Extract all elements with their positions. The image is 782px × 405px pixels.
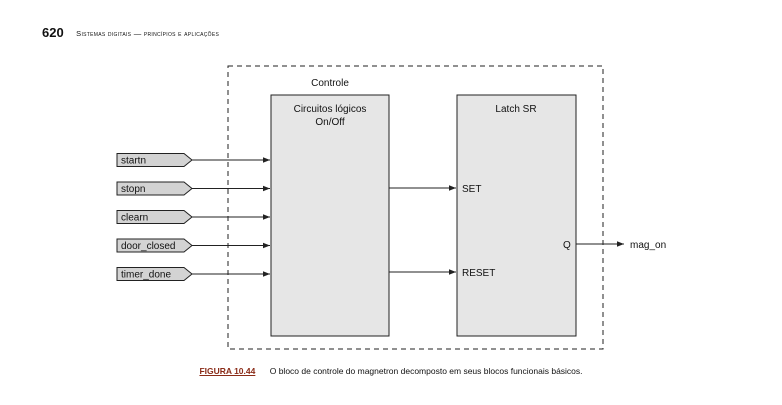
input-signal: startn [116, 153, 270, 167]
input-tag [116, 181, 193, 196]
q-pin-label: Q [563, 240, 571, 251]
latch-label: Latch SR [495, 104, 536, 115]
input-tag [116, 153, 193, 167]
set-pin-label: SET [462, 184, 481, 195]
container-label: Controle [311, 78, 349, 89]
latch-block [456, 94, 577, 337]
input-label: door_closed [121, 241, 175, 252]
input-label: timer_done [121, 270, 171, 281]
running-title: Sistemas digitais — princípios e aplicaç… [76, 29, 220, 38]
input-label: clearn [121, 213, 148, 224]
input-tag [116, 267, 193, 281]
page-number: 620 [42, 25, 64, 40]
logic-block-label-line2: On/Off [315, 117, 344, 128]
figure-caption: FIGURA 10.44 O bloco de controle do magn… [0, 366, 782, 376]
control-container [227, 65, 604, 350]
input-signal: timer_done [116, 267, 270, 281]
logic-block-label-line1: Circuitos lógicos [294, 104, 367, 115]
page-header: 620 Sistemas digitais — princípios e apl… [42, 24, 219, 40]
input-signal: door_closed [116, 238, 270, 253]
input-tag [116, 210, 193, 224]
figure-label: FIGURA 10.44 [199, 366, 256, 376]
input-tag [116, 238, 193, 253]
input-signal: stopn [116, 181, 270, 196]
input-signals: startn stopn clearn door_closed timer_done [116, 153, 270, 281]
reset-pin-label: RESET [462, 268, 495, 279]
input-signal: clearn [116, 210, 270, 224]
logic-block [270, 94, 390, 337]
input-label: stopn [121, 184, 145, 195]
output-signal-label: mag_on [630, 240, 666, 251]
input-label: startn [121, 156, 146, 167]
caption-text: O bloco de controle do magnetron decompo… [269, 366, 583, 376]
